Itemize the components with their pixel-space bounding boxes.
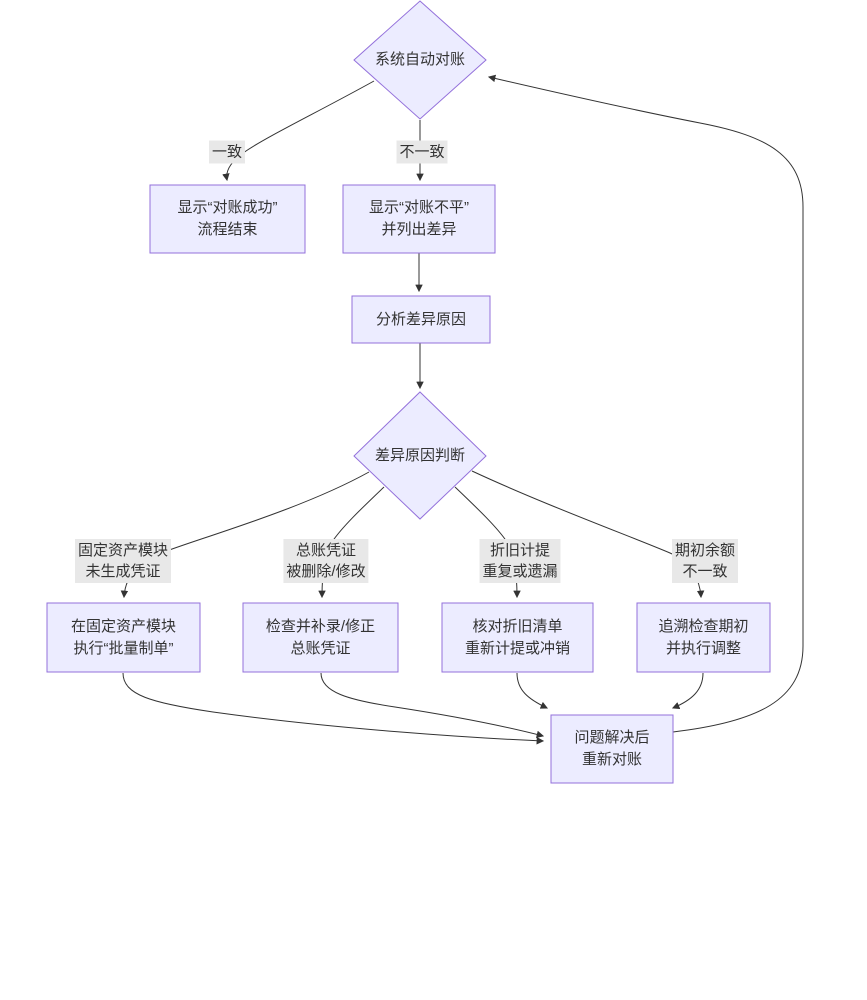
edge-check-gl-to-rereconcile xyxy=(320,672,545,739)
node-judge-shape xyxy=(353,391,487,520)
text-line: 分析差异原因 xyxy=(375,310,466,328)
edge-label-match: 一致 xyxy=(208,140,246,164)
node-check-depr-shape xyxy=(441,602,594,673)
text-line: 未生成凭证 xyxy=(85,563,161,580)
text-line: 不一致 xyxy=(682,563,728,580)
text-line: 显示“对账不平” xyxy=(369,199,469,216)
text-line: 固定资产模块 xyxy=(77,542,169,559)
text-line: 重复或遗漏 xyxy=(482,563,558,580)
text-line: 重新对账 xyxy=(581,751,642,768)
text-line: 重新计提或冲销 xyxy=(464,639,570,657)
node-show-success-label: 显示“对账成功” 流程结束 xyxy=(150,185,305,253)
node-show-unbalanced-shape xyxy=(342,184,496,254)
text-line: 核对折旧清单 xyxy=(472,617,563,635)
text-line: 被删除/修改 xyxy=(286,563,366,580)
text-line: 折旧计提 xyxy=(489,542,551,559)
text-line: 并执行调整 xyxy=(665,639,741,657)
text-line: 总账凭证 xyxy=(290,639,351,657)
text-line: 系统自动对账 xyxy=(374,51,465,68)
node-analyze-shape xyxy=(351,295,491,344)
node-fa-module-shape xyxy=(46,602,201,673)
node-analyze-label: 分析差异原因 xyxy=(352,296,490,343)
text-line: 执行“批量制单” xyxy=(73,639,174,657)
node-auto-reconcile-shape xyxy=(353,0,487,120)
node-show-success-shape xyxy=(149,184,306,254)
text-line: 问题解决后 xyxy=(574,729,650,746)
node-show-unbalanced-label: 显示“对账不平” 并列出差异 xyxy=(343,185,495,253)
text-line: 流程结束 xyxy=(197,221,258,238)
text-line: 总账凭证 xyxy=(295,542,357,559)
text-line: 期初余额 xyxy=(674,542,736,559)
edge-label-opening-mismatch: 期初余额 不一致 xyxy=(671,539,739,583)
text-line: 在固定资产模块 xyxy=(70,617,176,635)
edge-label-mismatch: 不一致 xyxy=(396,140,448,164)
node-rereconcile-shape xyxy=(550,714,674,784)
text-line: 并列出差异 xyxy=(381,221,457,238)
text-line: 一致 xyxy=(211,143,243,161)
node-auto-reconcile-label: 系统自动对账 xyxy=(354,10,486,110)
text-line: 追溯检查期初 xyxy=(658,617,749,635)
node-check-gl-shape xyxy=(242,602,399,673)
node-check-depr-label: 核对折旧清单 重新计提或冲销 xyxy=(442,603,593,672)
node-check-gl-label: 检查并补录/修正 总账凭证 xyxy=(243,603,398,672)
edge-label-depr-dup: 折旧计提 重复或遗漏 xyxy=(479,539,561,583)
node-fa-module-label: 在固定资产模块 执行“批量制单” xyxy=(47,603,200,672)
edge-fa-module-to-rereconcile xyxy=(122,672,545,745)
edge-trace-opening-to-rereconcile xyxy=(671,672,704,709)
node-trace-opening-label: 追溯检查期初 并执行调整 xyxy=(637,603,770,672)
text-line: 差异原因判断 xyxy=(374,447,465,464)
text-line: 检查并补录/修正 xyxy=(265,617,376,635)
node-rereconcile-label: 问题解决后 重新对账 xyxy=(551,715,673,783)
edge-rereconcile-to-auto-feedback xyxy=(487,74,804,733)
text-line: 显示“对账成功” xyxy=(177,199,278,216)
text-line: 不一致 xyxy=(399,143,445,161)
edge-label-gl-deleted: 总账凭证 被删除/修改 xyxy=(283,539,369,583)
edge-check-depr-to-rereconcile xyxy=(516,672,549,709)
edge-match xyxy=(222,80,375,182)
edge-label-fa-no-voucher: 固定资产模块 未生成凭证 xyxy=(74,539,172,583)
node-trace-opening-shape xyxy=(636,602,771,673)
node-judge-label: 差异原因判断 xyxy=(354,406,486,506)
